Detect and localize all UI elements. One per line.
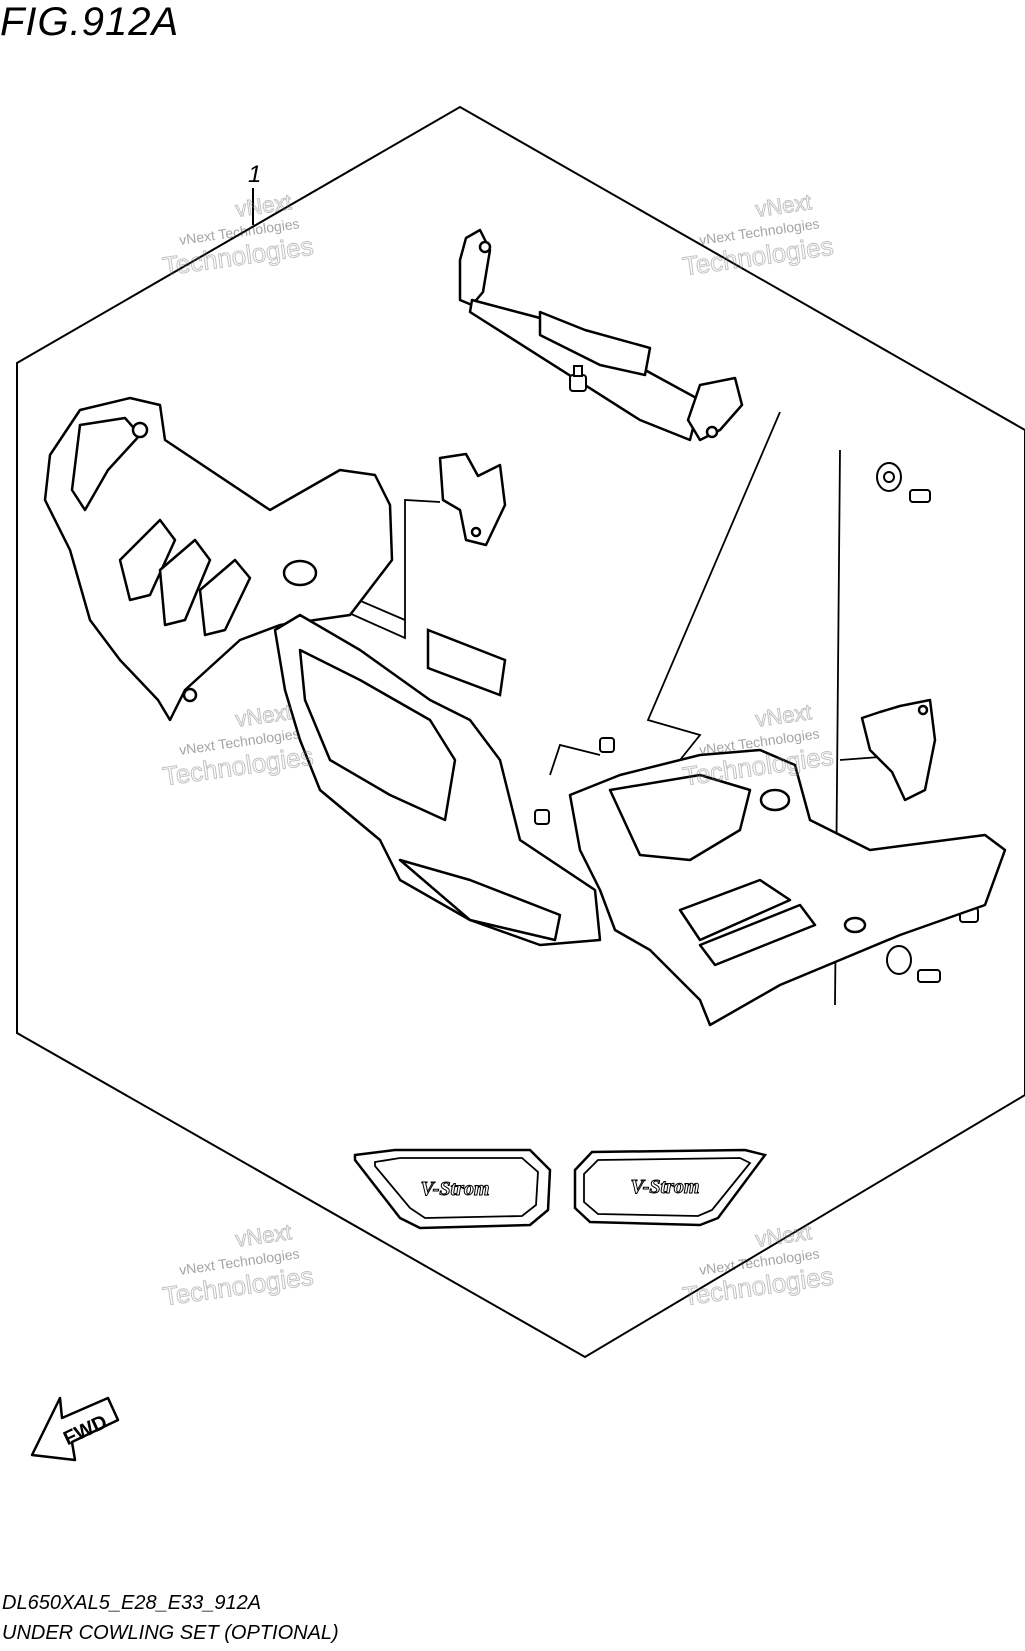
set-title: UNDER COWLING SET (OPTIONAL) xyxy=(2,1622,339,1644)
watermark-block: vNext vNext Technologies Technologies xyxy=(160,189,315,282)
watermark-block: vNext vNext Technologies Technologies xyxy=(680,699,835,792)
figure-title: FIG.912A xyxy=(0,0,180,44)
fwd-arrow: FWD xyxy=(30,1396,120,1462)
badge-logo-text: V-Strom xyxy=(631,1176,700,1198)
badge-logo-text: V-Strom xyxy=(421,1178,490,1200)
watermark: vNext vNext Technologies Technologies vN… xyxy=(160,189,835,1312)
model-code: DL650XAL5_E28_E33_912A xyxy=(2,1592,262,1614)
screws xyxy=(534,462,979,983)
left-bracket xyxy=(438,452,507,547)
center-under-cowling xyxy=(273,613,602,947)
watermark-block: vNext vNext Technologies Technologies xyxy=(680,1219,835,1312)
bolt xyxy=(569,365,587,392)
stay-bracket xyxy=(458,228,744,442)
watermark-block: vNext vNext Technologies Technologies xyxy=(680,189,835,282)
badge-right: V-Strom xyxy=(573,1148,768,1227)
right-bracket xyxy=(860,698,937,802)
callout-label: 1 xyxy=(248,161,261,188)
watermark-block: vNext vNext Technologies Technologies xyxy=(160,1219,315,1312)
assembly-boundary xyxy=(16,105,1025,1359)
badge-left: V-Strom xyxy=(353,1148,552,1230)
spacer-block xyxy=(426,628,507,697)
watermark-block: vNext vNext Technologies Technologies xyxy=(160,699,315,792)
right-under-cowling xyxy=(568,748,1007,1027)
left-under-cowling xyxy=(43,396,394,722)
